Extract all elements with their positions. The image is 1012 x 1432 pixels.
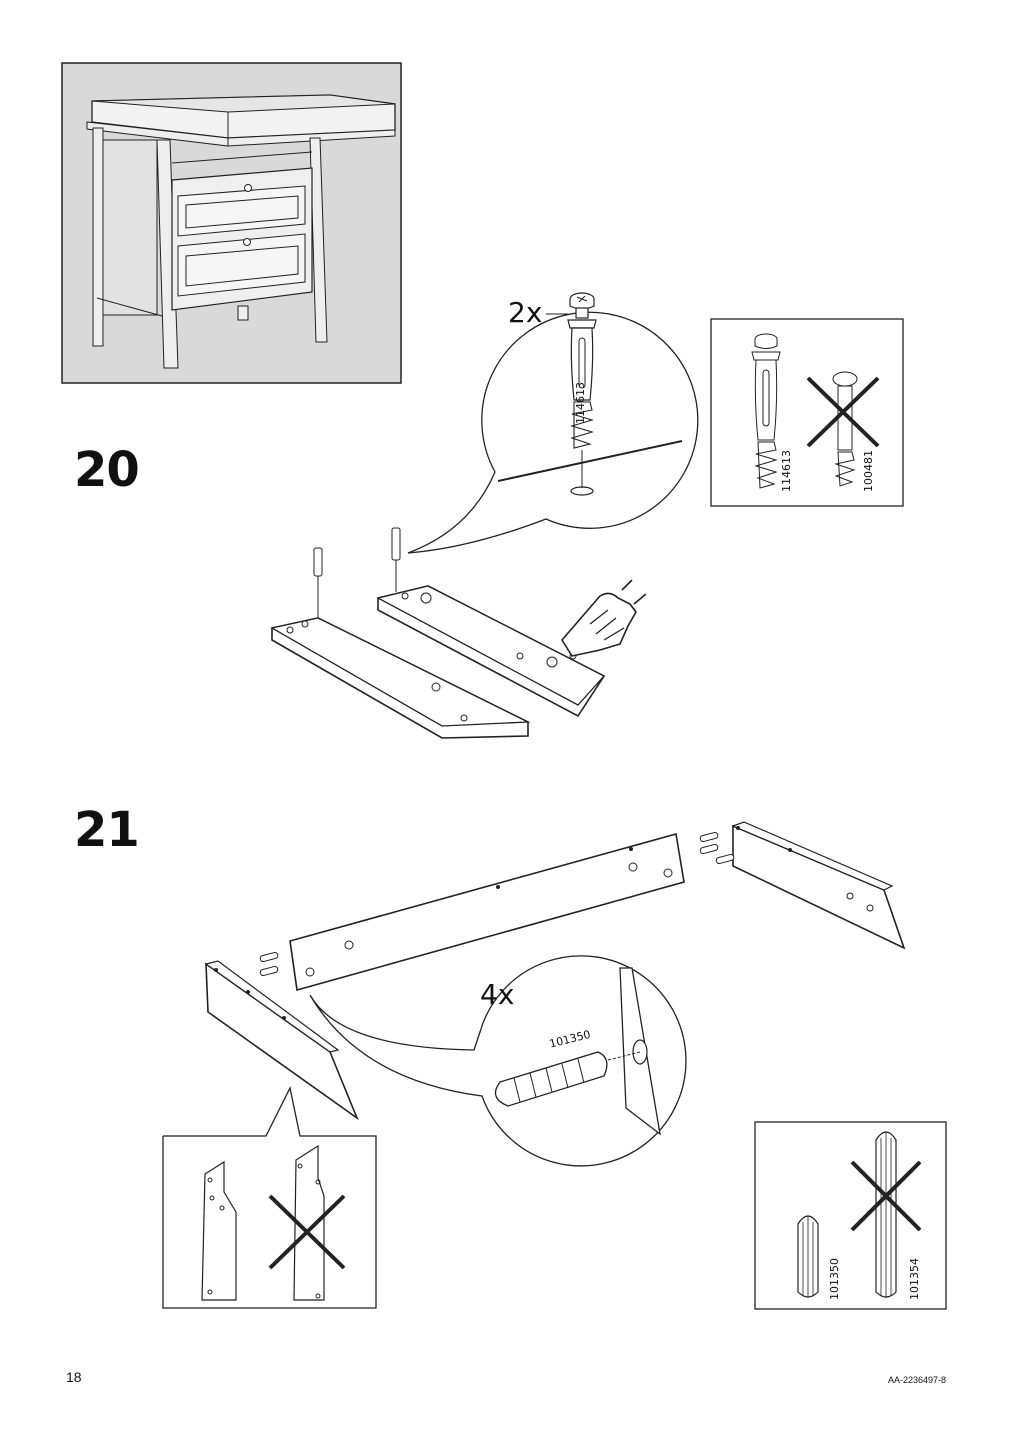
cross-out-icon	[268, 1194, 346, 1270]
document-code: AA-2236497-8	[888, 1375, 947, 1385]
dowel-icon	[494, 1051, 641, 1107]
step-21-wrong-part-number: 101354	[908, 1258, 921, 1300]
step-20-quantity: 2x	[508, 296, 543, 329]
overview-thumbnail	[61, 62, 402, 384]
step-20-correct-part-number: 114613	[780, 450, 793, 492]
step-20-number: 20	[74, 442, 140, 498]
cam-bolt-icon	[567, 292, 597, 488]
step21-right-panel	[731, 821, 906, 950]
cross-out-icon	[806, 376, 880, 448]
step21-panel-compare-box	[162, 1086, 377, 1309]
step-21-quantity: 4x	[480, 978, 515, 1011]
dowel-icon	[259, 831, 735, 977]
step21-rail	[289, 832, 685, 992]
step20-compare-box	[710, 318, 904, 507]
hand-press-icon	[561, 579, 647, 657]
page-number: 18	[66, 1369, 82, 1385]
step-20-wrong-part-number: 100481	[862, 450, 875, 492]
step-21-number: 21	[74, 802, 140, 858]
cross-out-icon	[850, 1160, 922, 1232]
cam-bolt-icon	[751, 333, 781, 489]
step20-panels	[270, 527, 606, 739]
step21-left-panel	[204, 960, 359, 1121]
step-21-correct-part-number: 101350	[828, 1258, 841, 1300]
step21-detail-circle	[309, 955, 687, 1167]
step-20-circle-part-number: 114613	[574, 382, 587, 424]
step20-detail-circle	[407, 292, 699, 554]
dowel-icon	[797, 1131, 897, 1298]
step21-dowel-compare-box	[754, 1121, 947, 1310]
wrong-cam-bolt-icon	[832, 371, 858, 487]
